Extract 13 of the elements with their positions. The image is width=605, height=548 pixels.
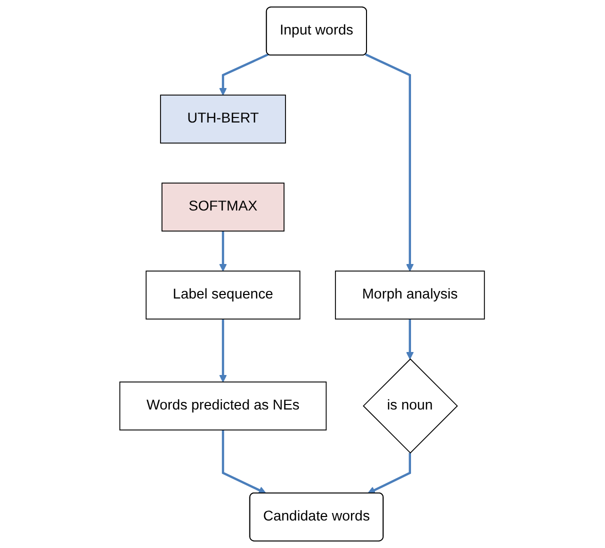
arrow: [222, 430, 267, 494]
arrow: [219, 231, 228, 272]
node-box: Label sequence: [146, 270, 301, 320]
node-box: UTH-BERT: [160, 94, 286, 144]
node-diamond: is noun: [363, 358, 458, 454]
arrow: [406, 319, 414, 360]
node-box: Words predicted as NEs: [120, 382, 328, 430]
arrow: [219, 319, 228, 382]
arrow: [365, 53, 414, 272]
node-box: SOFTMAX: [162, 182, 285, 232]
node-box: Morph analysis: [335, 270, 486, 320]
arrow: [219, 53, 270, 96]
arrow: [368, 452, 412, 494]
